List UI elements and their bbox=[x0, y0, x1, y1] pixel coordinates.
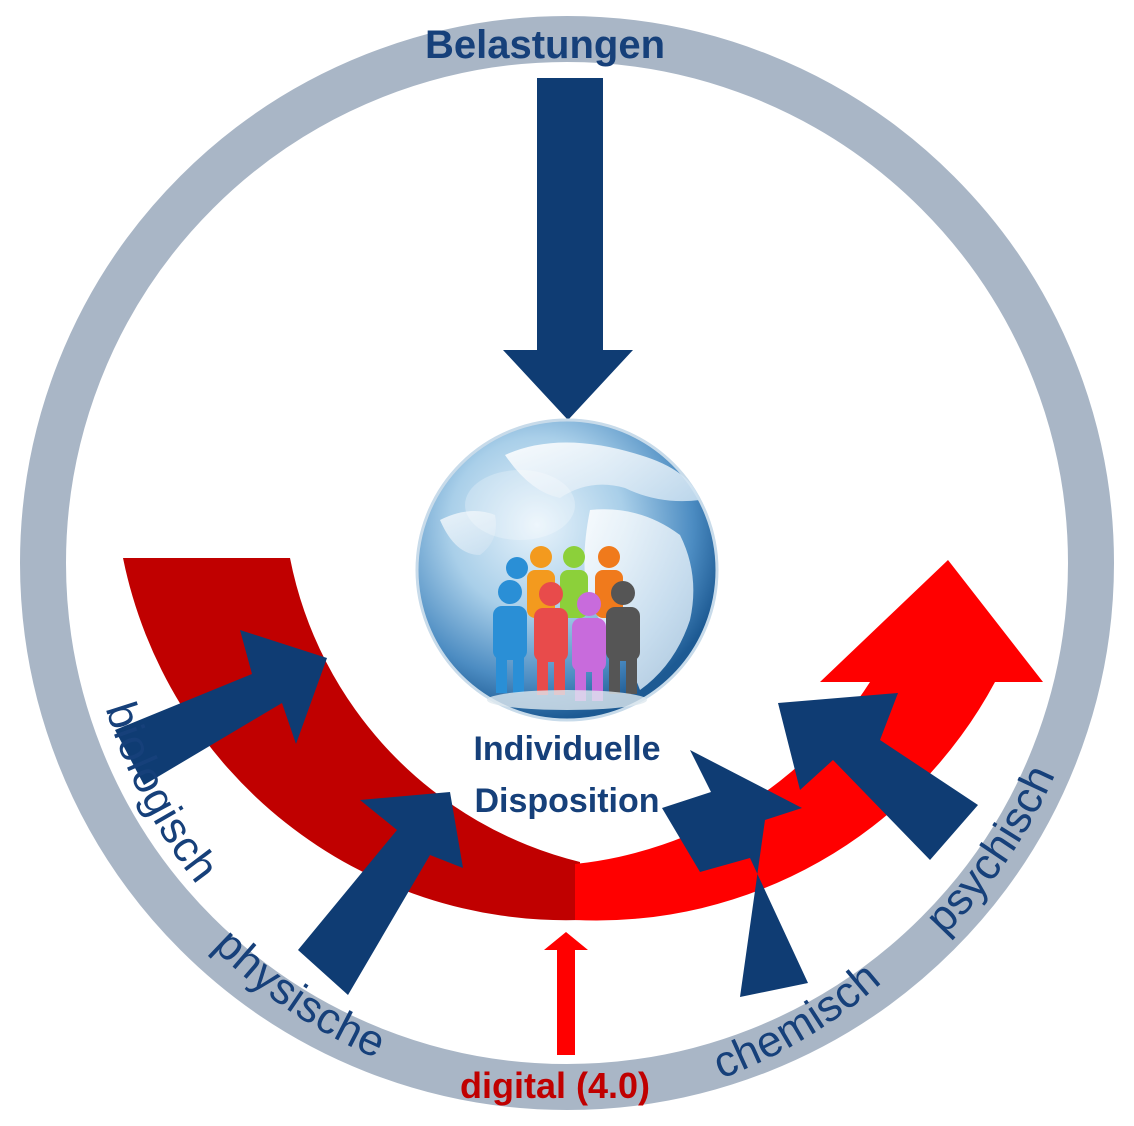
title-belastungen: Belastungen bbox=[425, 23, 665, 67]
chemisch-arrow bbox=[662, 750, 808, 997]
center-label-line2: Disposition bbox=[474, 782, 659, 820]
person-icon bbox=[493, 557, 528, 693]
biologisch-arrow bbox=[115, 630, 327, 785]
psychisch-arrow bbox=[778, 693, 978, 860]
digital-arrow bbox=[544, 932, 588, 1055]
belastungen-arrow bbox=[503, 78, 633, 420]
red-curve-right-arrow bbox=[575, 560, 1043, 921]
center-label-line1: Individuelle bbox=[473, 730, 660, 768]
people-group-icon bbox=[487, 546, 647, 710]
person-icon bbox=[527, 546, 555, 618]
globe-icon bbox=[415, 418, 719, 722]
person-icon bbox=[572, 592, 606, 701]
physische-arrow bbox=[298, 792, 463, 995]
person-icon bbox=[606, 581, 640, 694]
person-icon bbox=[534, 582, 568, 695]
person-icon bbox=[595, 546, 623, 618]
outer-ring bbox=[20, 16, 1114, 1110]
red-curve-left bbox=[123, 558, 580, 921]
label-digital: digital (4.0) bbox=[460, 1065, 650, 1106]
